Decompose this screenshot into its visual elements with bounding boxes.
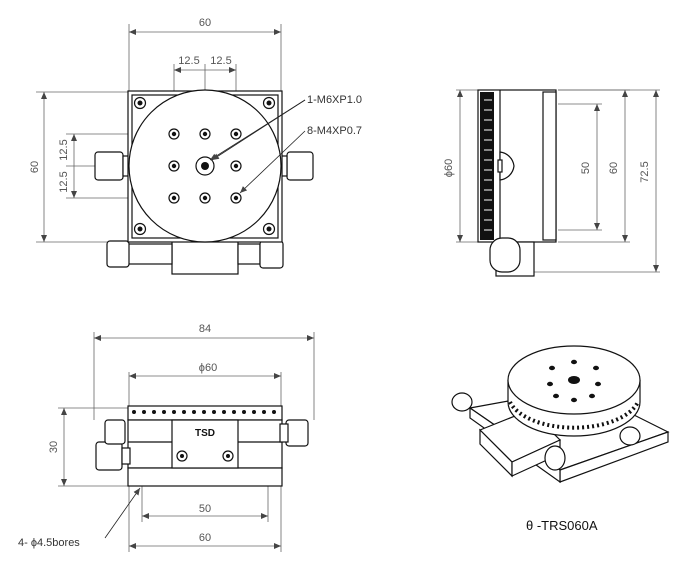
iso-knob-right — [619, 426, 641, 446]
callout-center-text: 1-M6XP1.0 — [307, 94, 362, 106]
dim-height-text: 60 — [29, 161, 41, 173]
dim-72-side-text: 72.5 — [639, 161, 651, 182]
iso-holes — [547, 359, 601, 403]
dim-diameter-front-text: ϕ60 — [199, 362, 217, 374]
callout-holes-text: 8-M4XP0.7 — [307, 125, 362, 137]
leader-holes — [239, 130, 306, 194]
front-base — [127, 467, 283, 487]
front-view: 84 ϕ60 30 50 60 — [18, 323, 315, 552]
side-base-plate — [542, 91, 557, 241]
model-caption: θ -TRS060A — [526, 518, 598, 533]
dim-vpitch-b-text: 12.5 — [58, 171, 70, 192]
corner-screws — [133, 96, 276, 236]
drive-housing — [171, 239, 239, 275]
dim-84-text: 84 — [199, 323, 211, 335]
dim-width-text: 60 — [199, 17, 211, 29]
front-right-knob — [285, 419, 309, 447]
dim-30-text: 30 — [48, 441, 60, 453]
iso-scale-ring — [508, 401, 640, 430]
logo-text: TSD — [195, 428, 215, 439]
front-lock-knob — [95, 441, 123, 471]
dim-60-side-text: 60 — [608, 162, 620, 174]
right-knob — [286, 151, 314, 181]
iso-view — [451, 345, 670, 484]
dim-50-side-text: 50 — [580, 162, 592, 174]
left-knob — [94, 151, 124, 181]
center-hole — [195, 156, 215, 176]
bores-note-text: 4- ϕ4.5bores — [18, 537, 80, 549]
leader-center — [211, 99, 306, 161]
dim-vpitch-a-text: 12.5 — [58, 139, 70, 160]
iso-knob-left — [451, 392, 473, 412]
side-lock-knob — [489, 237, 521, 273]
dim-50-front-text: 50 — [199, 503, 211, 515]
leader-bores — [104, 487, 141, 539]
dim-pitch-a-text: 12.5 — [178, 55, 199, 67]
dim-diameter-side-text: ϕ60 — [443, 159, 455, 177]
side-view: ϕ60 50 60 72.5 — [443, 89, 660, 277]
dim-pitch-b-text: 12.5 — [210, 55, 231, 67]
top-view: 60 12.5 12.5 60 12.5 12.5 — [29, 17, 362, 275]
side-knob — [499, 151, 515, 181]
side-scale-ring — [480, 92, 494, 240]
lock-knob-right — [259, 240, 284, 269]
front-housing — [171, 419, 239, 469]
dim-60-front-text: 60 — [199, 532, 211, 544]
iso-knob-front — [544, 445, 566, 471]
front-left-knob — [104, 419, 126, 445]
mounting-holes — [168, 128, 242, 204]
lock-knob-left — [106, 240, 130, 268]
